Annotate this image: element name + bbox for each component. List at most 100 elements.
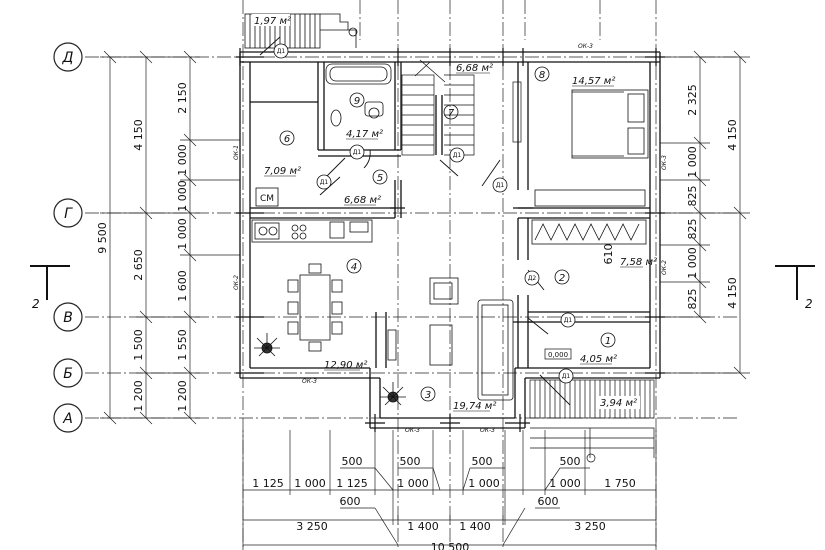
room-5-area: 6,68 м² <box>344 195 381 206</box>
dim-bottom-5: 1 000 <box>468 477 500 490</box>
dim-left-inner-4: 1 000 <box>176 218 189 250</box>
dim-offset-600-left: 600 <box>340 495 361 508</box>
axis-bubble-d <box>53 42 83 72</box>
room-8-area: 14,57 м² <box>572 76 615 87</box>
bedroom-fixtures <box>534 89 649 207</box>
door-tag-3: Д1 <box>320 179 329 186</box>
dim-right-inner-3: 825 <box>686 186 699 207</box>
dim-offset-600-right: 600 <box>538 495 559 508</box>
dim-right-inner-6: 825 <box>686 289 699 310</box>
door-tag-2: Д1 <box>353 149 362 156</box>
door-tag-4: Д1 <box>453 152 462 159</box>
axis-label-a: А <box>62 411 73 427</box>
door-swings <box>259 36 571 406</box>
dim-left-inner-7: 1 200 <box>176 380 189 412</box>
axis-label-b: Б <box>63 366 73 382</box>
dim-bottom-2: 1 000 <box>294 477 326 490</box>
dim-left-inner-5: 1 600 <box>176 270 189 302</box>
door-tags <box>273 43 576 384</box>
axis-label-v: В <box>63 310 73 326</box>
dim-bottom2-2: 1 400 <box>407 520 439 533</box>
dim-left-outer-4: 1 200 <box>132 380 145 412</box>
window-tag-right-1: ОК-3 <box>661 155 668 170</box>
section-label-right: 2 <box>805 297 813 311</box>
room-7-area: 6,68 м² <box>456 63 493 74</box>
dim-bottom-7: 1 750 <box>604 477 636 490</box>
terrace-label-bg <box>598 396 640 409</box>
dim-bottom-3: 1 125 <box>336 477 368 490</box>
right-dimension-lines <box>660 50 750 380</box>
window-tag-bottom-2: ОК-3 <box>480 427 495 434</box>
window-tag-right-2: ОК-2 <box>661 260 668 275</box>
washer-label: СМ <box>260 194 274 204</box>
dim-door-610: 610 <box>602 244 615 265</box>
room-9-area: 4,17 м² <box>346 129 383 140</box>
dim-bottom-4: 1 000 <box>397 477 429 490</box>
bathroom-fixtures <box>325 63 392 127</box>
bottom-dimension-lines <box>242 430 657 550</box>
dim-right-inner-4: 825 <box>686 219 699 240</box>
axis-bubble-b <box>53 358 83 388</box>
window-tag-top: ОК-3 <box>578 43 593 50</box>
section-markers <box>30 265 815 300</box>
dim-offset-1: 500 <box>342 455 363 468</box>
dim-left-outer-2: 2 650 <box>132 249 145 281</box>
dim-bottom-total: 10 500 <box>431 541 470 550</box>
room-4-number: 4 <box>351 262 357 273</box>
window-tag-left-1: ОК-1 <box>233 145 240 160</box>
door-tag-1: Д1 <box>277 48 286 55</box>
room-4-area: 12,90 м² <box>324 360 367 371</box>
dim-left-total: 9 500 <box>96 222 109 254</box>
dim-bottom2-1: 3 250 <box>296 520 328 533</box>
door-tag-8: Д1 <box>562 373 571 380</box>
terrace-area: 3,94 м² <box>600 398 637 409</box>
porch-label-bg <box>252 14 290 26</box>
section-label-left: 2 <box>32 297 40 311</box>
dim-offset-4: 500 <box>560 455 581 468</box>
window-tag-bottom-1: ОК-3 <box>405 427 420 434</box>
axis-bubble-a <box>53 403 83 433</box>
room-2-number: 2 <box>559 273 565 284</box>
dim-left-inner-6: 1 550 <box>176 329 189 361</box>
dining-table <box>287 263 343 352</box>
axis-bubble-g <box>53 198 83 228</box>
room-number-circles <box>279 66 616 402</box>
dim-bottom2-4: 3 250 <box>574 520 606 533</box>
window-tag-left-2: ОК-2 <box>233 275 240 290</box>
dim-offset-2: 500 <box>400 455 421 468</box>
axis-bubbles <box>53 42 83 433</box>
dim-bottom-1: 1 125 <box>252 477 284 490</box>
dim-left-outer-1: 4 150 <box>132 119 145 151</box>
axis-grid <box>85 0 740 550</box>
room-3-number: 3 <box>425 390 431 401</box>
axis-bubble-v <box>53 302 83 332</box>
dim-left-inner-2: 1 000 <box>176 144 189 176</box>
room-9-number: 9 <box>354 96 360 107</box>
room-7-number: 7 <box>448 108 455 119</box>
porch-area: 1,97 м² <box>254 16 291 27</box>
room-2-area: 7,58 м² <box>620 257 657 268</box>
dim-right-inner-1: 2 325 <box>686 84 699 116</box>
dim-right-inner-5: 1 000 <box>686 247 699 279</box>
axis-label-g: Г <box>64 206 73 222</box>
door-tag-6: Д2 <box>528 275 537 282</box>
dim-right-inner-2: 1 000 <box>686 146 699 178</box>
door-tag-7: Д1 <box>564 317 573 324</box>
dim-bottom2-3: 1 400 <box>459 520 491 533</box>
wardrobe <box>531 219 647 245</box>
room-8-number: 8 <box>539 70 545 81</box>
terrace <box>529 379 655 463</box>
room-5-number: 5 <box>377 173 383 184</box>
dim-left-inner-3: 1 000 <box>176 180 189 212</box>
door-tag-5: Д1 <box>496 182 505 189</box>
level-mark-box <box>544 348 572 360</box>
room-6-number: 6 <box>284 134 290 145</box>
dim-bottom-6: 1 000 <box>549 477 581 490</box>
room-3-area: 19,74 м² <box>453 401 496 412</box>
dim-right-outer-1: 4 150 <box>726 119 739 151</box>
living-furniture <box>387 277 514 401</box>
level-mark: 0,000 <box>548 351 568 359</box>
room-1-area: 4,05 м² <box>580 354 617 365</box>
room-6-area: 7,09 м² <box>264 166 301 177</box>
